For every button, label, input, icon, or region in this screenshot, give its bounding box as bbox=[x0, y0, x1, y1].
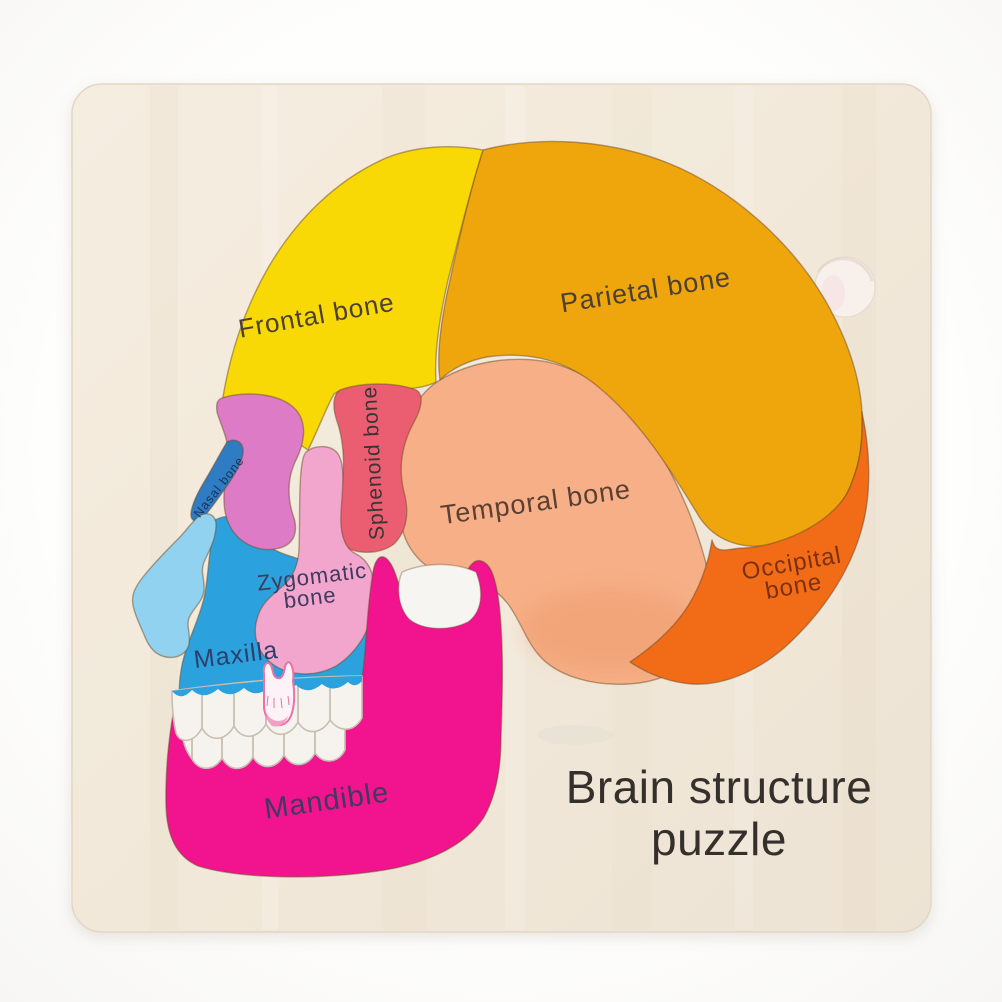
orbital-piece bbox=[215, 393, 305, 551]
occipital-bone-piece bbox=[629, 411, 870, 685]
product-title-line1: Brain structure bbox=[566, 761, 873, 813]
sphenoid-bone-piece bbox=[333, 383, 422, 553]
product-title-line2: puzzle bbox=[651, 813, 787, 865]
skull-puzzle bbox=[131, 140, 870, 878]
mandible-notch-white bbox=[397, 563, 482, 630]
parietal-bone-piece bbox=[438, 140, 863, 547]
zygomatic-bone-piece bbox=[254, 445, 376, 675]
pink-tooth bbox=[262, 661, 296, 727]
product-title: Brain structure puzzle bbox=[566, 761, 873, 865]
face-profile-piece bbox=[131, 513, 217, 659]
